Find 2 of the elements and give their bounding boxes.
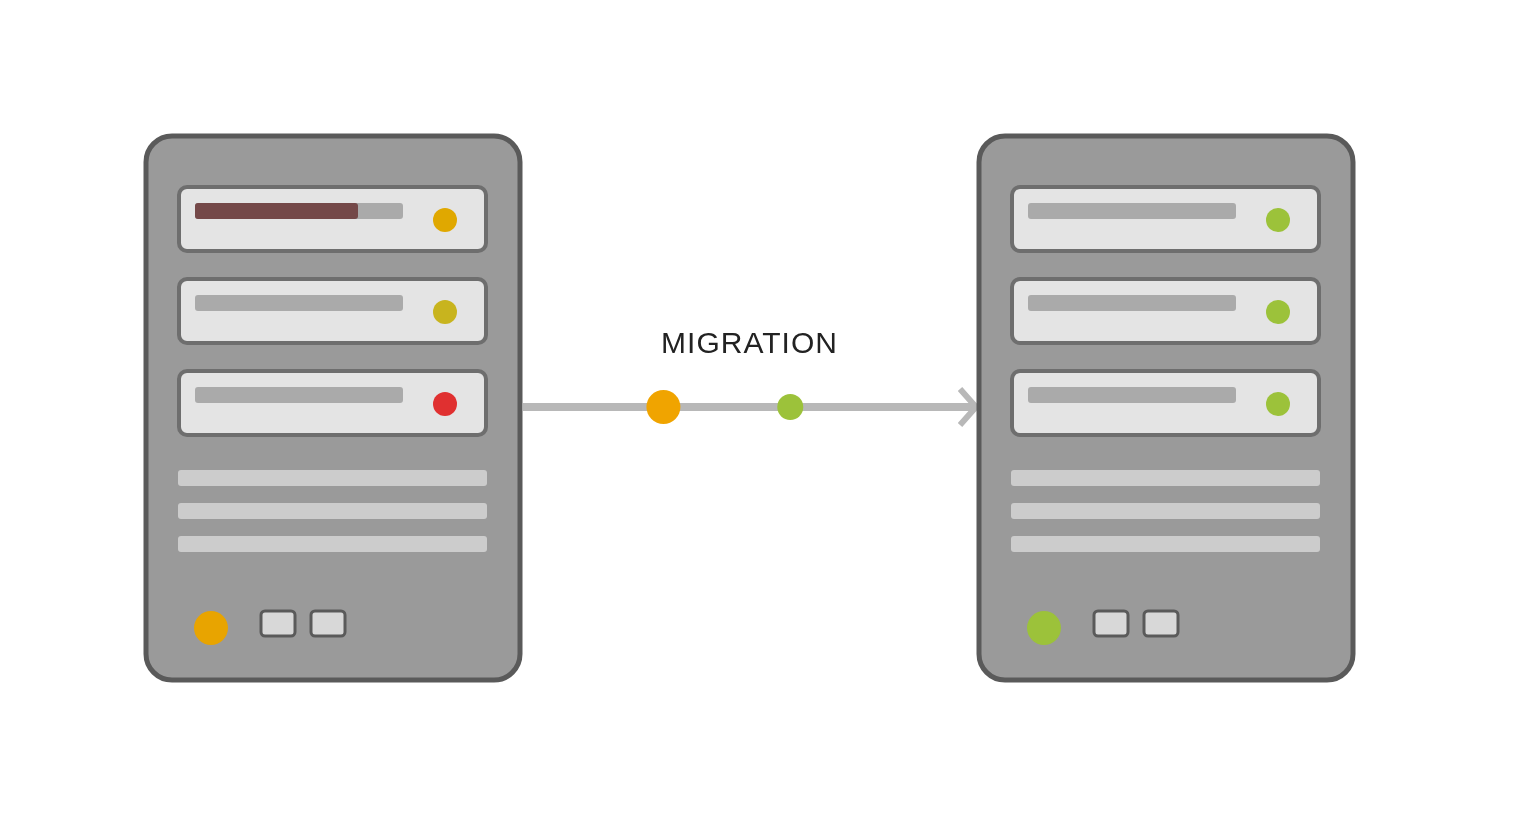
server-drawing (976, 133, 1356, 683)
server-drawing (143, 133, 523, 683)
